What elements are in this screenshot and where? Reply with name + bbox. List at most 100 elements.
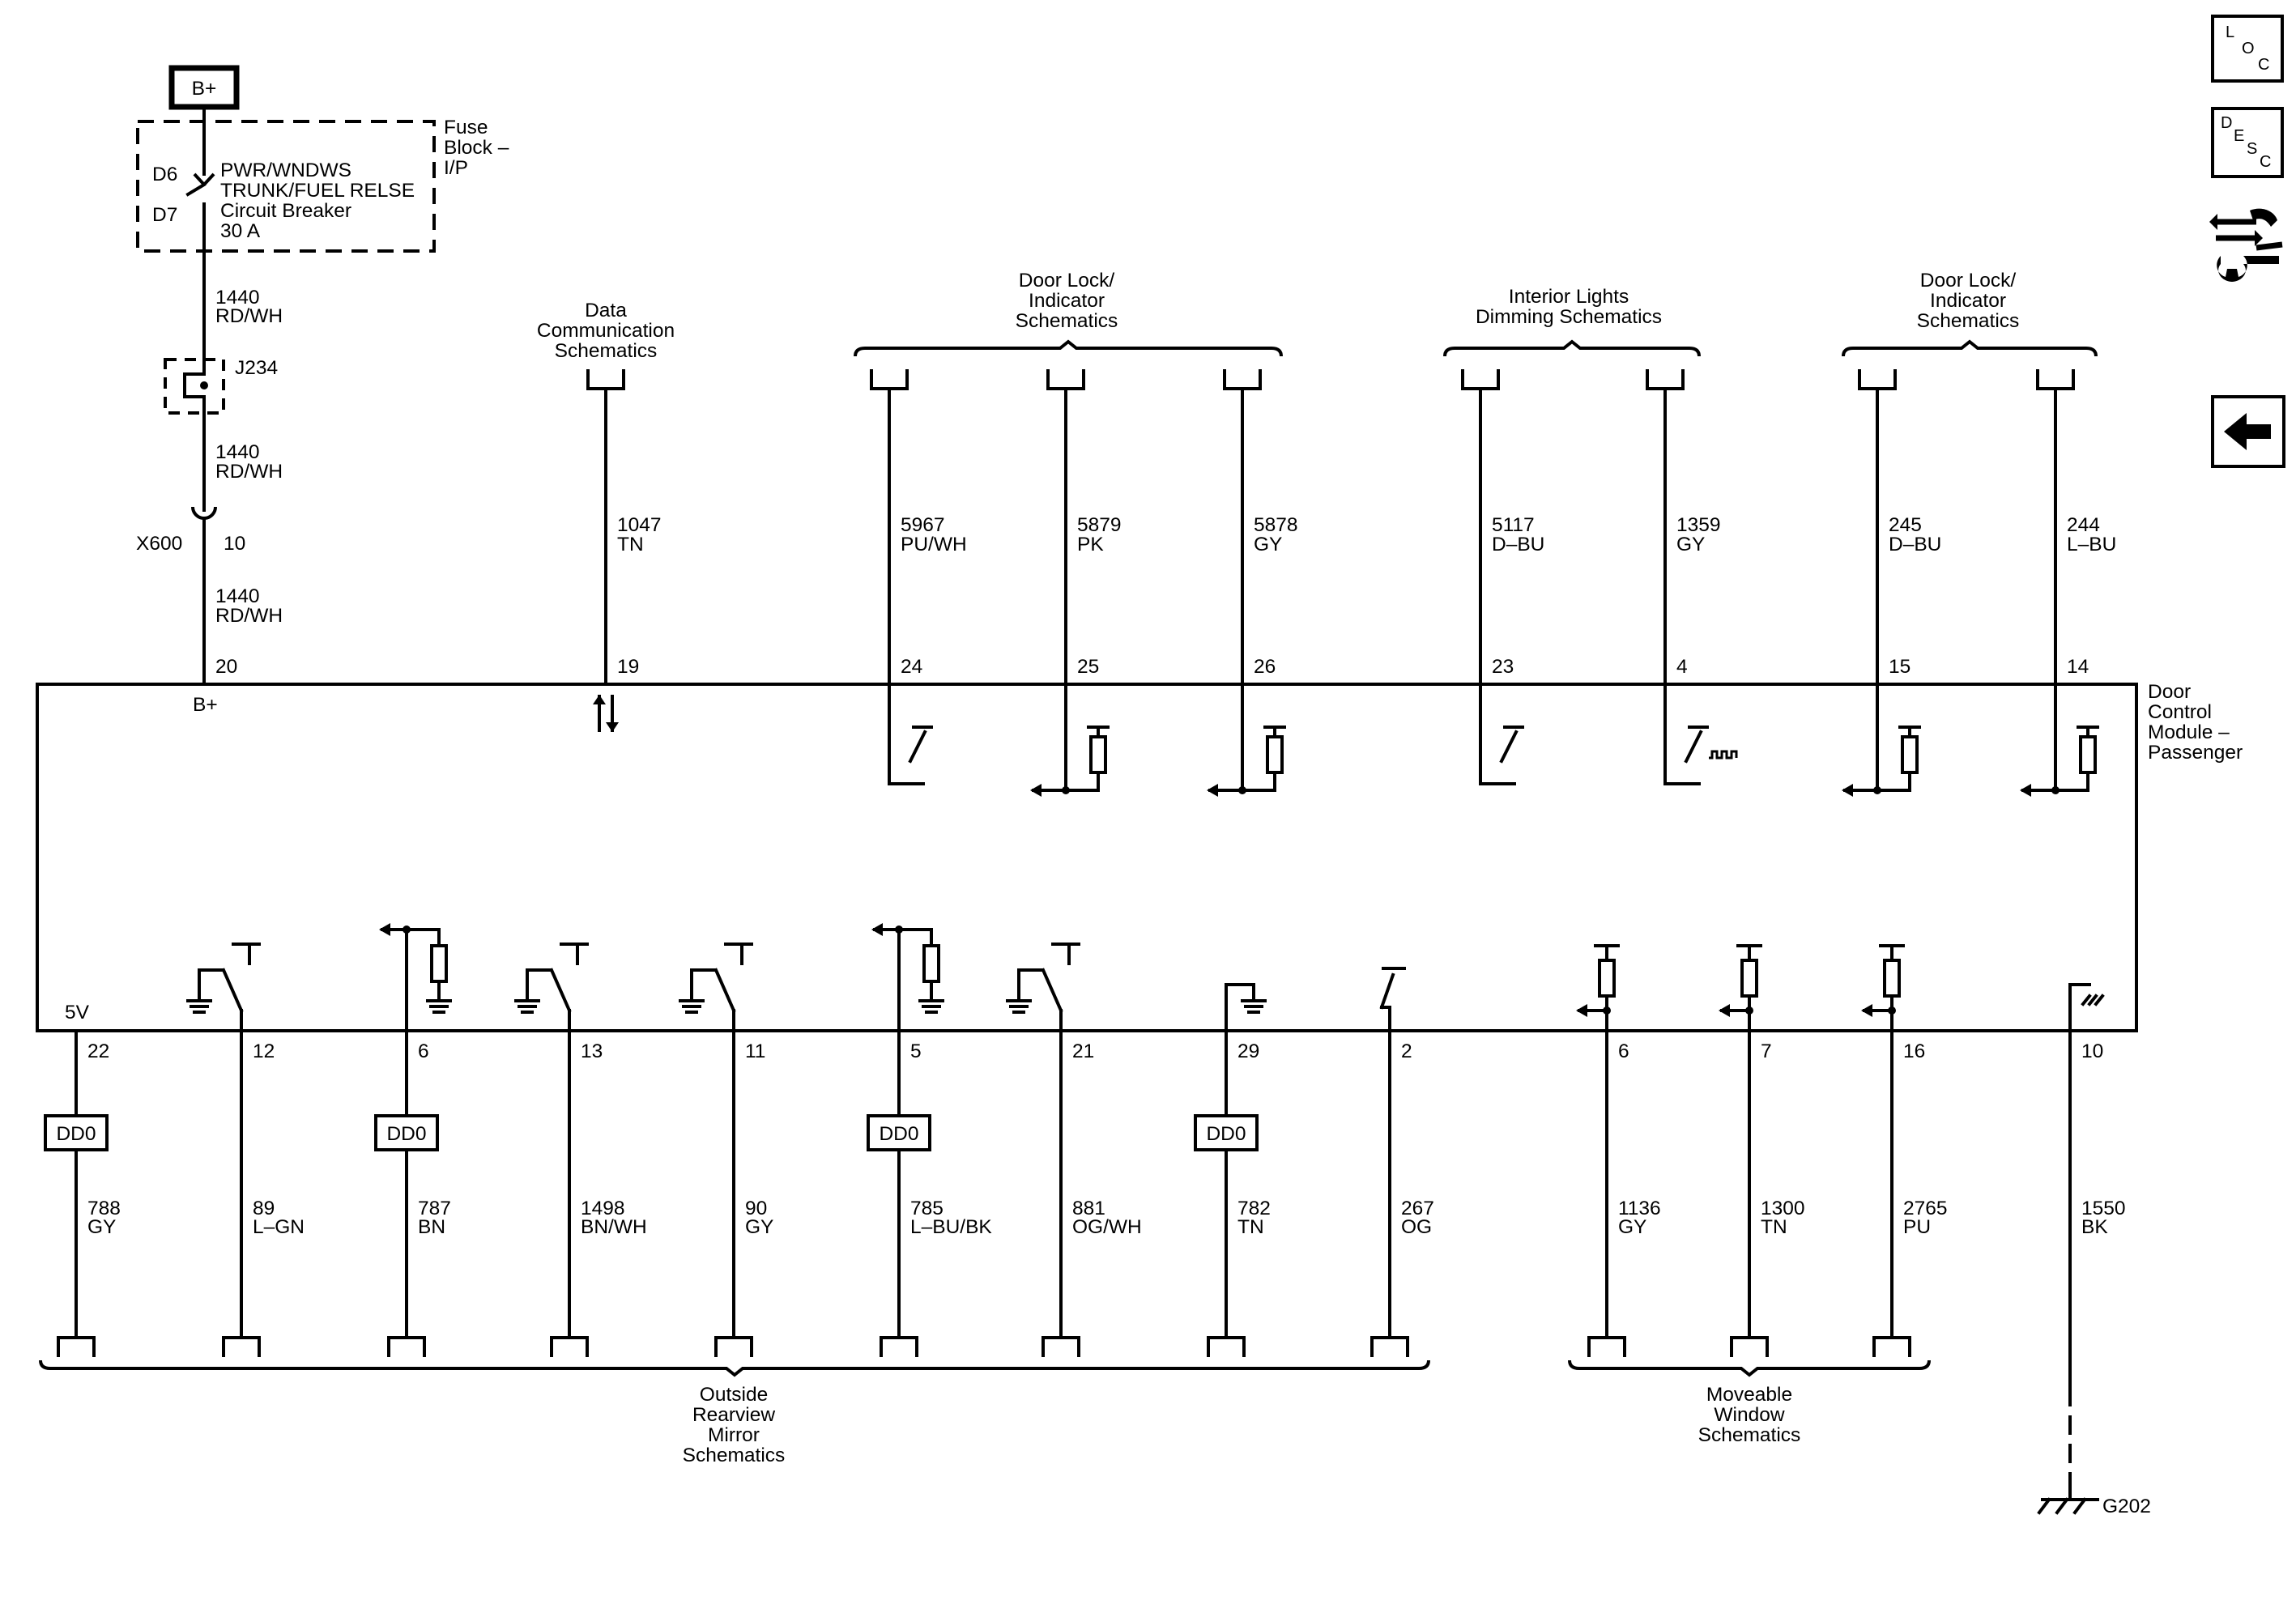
pin-number: 25: [1077, 656, 1099, 678]
circuit-number: 782: [1237, 1198, 1271, 1219]
wire-color: OG/WH: [1072, 1216, 1142, 1238]
chassis-ground: [2055, 1497, 2069, 1515]
module-b-plus-label: B+: [193, 694, 218, 716]
connector-terminal: [1858, 369, 1897, 390]
module-body: [36, 683, 2138, 1032]
group-label: Dimming Schematics: [1476, 306, 1662, 328]
back-button[interactable]: [2211, 395, 2285, 468]
breaker-mark: [193, 172, 215, 186]
group-label: Schematics: [1917, 310, 2020, 332]
module-name: Passenger: [2148, 742, 2243, 764]
connector-terminal: [550, 1336, 589, 1357]
output-arrow-head: [2020, 784, 2031, 797]
connector-tool-icon: [2209, 208, 2283, 282]
wire-color: TN: [617, 534, 644, 555]
wire-color: GY: [1254, 534, 1282, 555]
pin-number: 15: [1889, 656, 1910, 678]
connector-terminal: [714, 1336, 753, 1357]
wire-color: RD/WH: [215, 461, 283, 483]
dd0-box: [1194, 1114, 1259, 1151]
wire-color: GY: [1676, 534, 1705, 555]
description-button[interactable]: D E S C: [2211, 107, 2284, 178]
resistor: [1883, 959, 1901, 998]
ground-tick: [2094, 994, 2105, 1006]
circuit-number: 785: [910, 1198, 944, 1219]
switch-blade: [714, 968, 736, 1013]
fuse-device-text: 30 A: [220, 220, 261, 242]
fuse-block-name: Fuse: [444, 117, 488, 138]
connector-terminal: [880, 1336, 918, 1357]
pin-number: 5: [910, 1040, 922, 1062]
circuit-number: 245: [1889, 514, 1922, 536]
circuit-number: 1440: [215, 585, 260, 607]
pin-number: 6: [1618, 1040, 1629, 1062]
output-arrow-head: [1719, 1004, 1730, 1017]
fuse-block-name: I/P: [444, 157, 468, 179]
connector-terminal: [1646, 369, 1685, 390]
desc-letter-1: D: [2221, 114, 2232, 132]
circuit-number: 1498: [581, 1198, 625, 1219]
connector-terminal: [222, 1336, 261, 1357]
group-label: Window: [1714, 1404, 1784, 1426]
circuit-number: 5967: [901, 514, 945, 536]
connector-terminal: [586, 369, 625, 390]
fuse-device-text: TRUNK/FUEL RELSE: [220, 180, 415, 202]
location-button[interactable]: L O C: [2211, 15, 2284, 83]
connector-terminal: [1461, 369, 1500, 390]
dd0-label: DD0: [56, 1123, 96, 1145]
connector-tool-button[interactable]: [2209, 202, 2285, 282]
output-arrow-head: [871, 923, 883, 936]
pin-number: 11: [745, 1040, 765, 1062]
pin-number: 24: [901, 656, 922, 678]
output-arrow-head: [1030, 784, 1042, 797]
group-bracket: [1568, 1360, 1931, 1377]
group-label: Interior Lights: [1509, 286, 1629, 308]
fuse-block-outline: [136, 120, 436, 253]
resistor: [2079, 735, 2097, 774]
connector-terminal: [57, 1336, 96, 1357]
pin-number: 21: [1072, 1040, 1094, 1062]
group-bracket: [854, 339, 1283, 357]
circuit-number: 2765: [1903, 1198, 1948, 1219]
connector-terminal: [1042, 1336, 1080, 1357]
wire-color: PU/WH: [901, 534, 967, 555]
output-arrow-head: [1576, 1004, 1587, 1017]
output-arrow-head: [1207, 784, 1218, 797]
resistor: [1089, 735, 1107, 774]
loc-letter-2: O: [2242, 40, 2255, 57]
module-name: Door: [2148, 681, 2191, 703]
group-label: Schematics: [1698, 1424, 1801, 1446]
desc-icon: D E S C: [2211, 107, 2284, 178]
wire-color: D–BU: [1492, 534, 1544, 555]
fuse-device-text: PWR/WNDWS: [220, 160, 351, 181]
resistor: [1266, 735, 1284, 774]
group-label: Mirror: [708, 1424, 760, 1446]
connector-pin: 10: [224, 533, 245, 555]
pin-number: 26: [1254, 656, 1276, 678]
ground-tick: [2081, 994, 2092, 1006]
resistor: [922, 944, 940, 983]
switch-blade: [549, 968, 572, 1013]
wire-color: RD/WH: [215, 305, 283, 327]
fuse-device-text: Circuit Breaker: [220, 200, 351, 222]
switch-blade: [1684, 730, 1703, 764]
dd0-box: [867, 1114, 931, 1151]
wire-color: PK: [1077, 534, 1104, 555]
wire-color: L–BU: [2067, 534, 2116, 555]
circuit-number: 5117: [1492, 514, 1535, 536]
circuit-number: 1359: [1676, 514, 1721, 536]
pwm-symbol: [1709, 750, 1738, 760]
switch-return: [1663, 684, 1701, 785]
output-arrow-head: [1842, 784, 1853, 797]
group-label: Door Lock/: [1019, 270, 1115, 291]
resistor: [1598, 959, 1616, 998]
wire-color: BK: [2081, 1216, 2108, 1238]
pin-number: 20: [215, 656, 237, 678]
pin-number: 10: [2081, 1040, 2103, 1062]
group-label: Moveable: [1706, 1384, 1792, 1406]
circuit-number: 881: [1072, 1198, 1105, 1219]
group-bracket: [1842, 339, 2098, 357]
wire-color: PU: [1903, 1216, 1931, 1238]
circuit-number: 244: [2067, 514, 2100, 536]
